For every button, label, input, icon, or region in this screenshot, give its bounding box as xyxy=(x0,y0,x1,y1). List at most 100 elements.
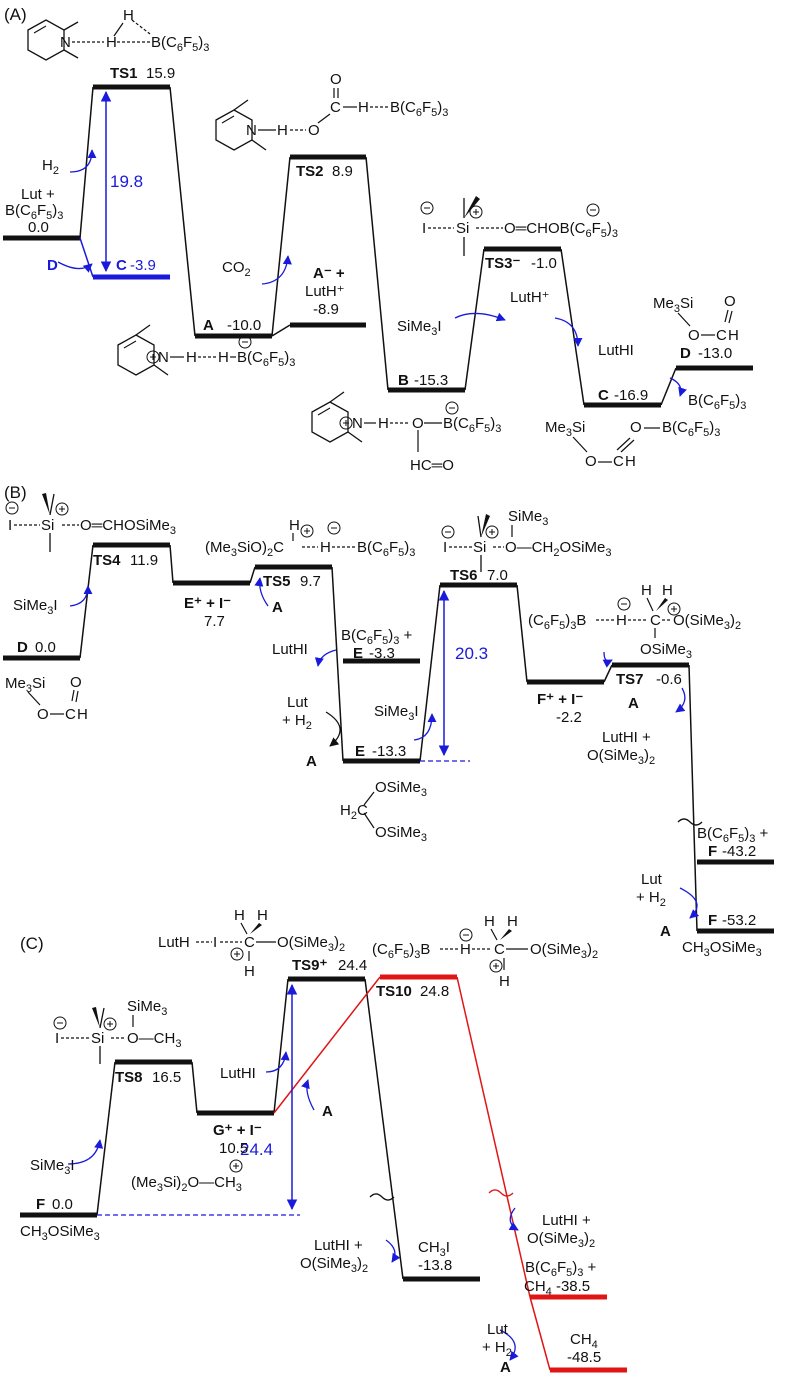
b-a-label-3: A xyxy=(628,695,639,712)
ts9-value: 24.4 xyxy=(338,957,367,974)
ts10-name: TS10 xyxy=(376,983,412,1000)
int-b-h: H xyxy=(378,415,389,432)
ts1-n: N xyxy=(60,34,71,51)
panel-a-levels xyxy=(3,84,753,408)
int-f-name: F xyxy=(708,912,717,929)
int-c-b: B(C6F5)3 xyxy=(662,419,720,439)
ts4-rest: O═CHOSiMe3 xyxy=(80,517,176,537)
ts8-i: I xyxy=(55,1030,59,1047)
int-a-h2: H xyxy=(218,349,229,366)
ts2-n: N xyxy=(246,122,257,139)
ts2-c: C xyxy=(330,99,341,116)
ts5-b: B(C6F5)3 xyxy=(357,539,415,559)
bc6f5-a: B(C6F5)3 xyxy=(688,392,746,412)
ts6-value: 7.0 xyxy=(487,567,508,584)
ts2-h-right: H xyxy=(358,99,369,116)
c-a-label-1: A xyxy=(322,1103,333,1120)
ts4-si: Si xyxy=(41,517,54,534)
c-end-value: -3.9 xyxy=(130,257,156,274)
ts10-b: (C6F5)3B xyxy=(372,941,430,961)
int-a-name: A xyxy=(203,317,214,334)
structure-int-e: OSiMe3 H2C OSiMe3 xyxy=(340,779,427,844)
int-d-c: C xyxy=(716,327,727,344)
b-luthi-osi-2: O(SiMe3)2 xyxy=(587,747,655,767)
panel-c-curved-arrows xyxy=(67,1051,519,1361)
break-mark-c1 xyxy=(369,1193,395,1201)
panel-c-levels xyxy=(20,974,627,1373)
structure-ts6: I Si O—CH2OSiMe3 SiMe3 xyxy=(441,508,611,572)
int-d-value: -13.0 xyxy=(698,345,732,362)
int-c-o2: O xyxy=(630,419,642,436)
ts9-h2: H xyxy=(257,907,268,924)
ts3-name: TS3⁻ xyxy=(485,255,521,272)
ts10-h2: H xyxy=(507,913,518,930)
g-plus-line: G⁺ + I⁻ xyxy=(213,1122,262,1139)
b-a-label-1: A xyxy=(272,599,283,616)
e-b-line: B(C6F5)3 + xyxy=(341,627,413,647)
start-line-1: Lut + xyxy=(21,186,55,203)
ts7-b: (C6F5)3B xyxy=(528,612,586,632)
start-value: 0.0 xyxy=(28,219,49,236)
luthi-a: LutHI xyxy=(598,342,634,359)
int-c-me3si: Me3Si xyxy=(545,419,585,439)
b-d-o: O xyxy=(37,706,49,723)
ch4-value: -48.5 xyxy=(567,1349,601,1366)
ts2-name: TS2 xyxy=(296,163,324,180)
c-sime3i: SiMe3I xyxy=(30,1157,74,1177)
ch3i-name: CH3I xyxy=(418,1239,450,1259)
ts2-o-top: O xyxy=(330,71,342,88)
int-c-c: C xyxy=(613,453,624,470)
structure-ts8: I Si O—CH3 SiMe3 xyxy=(53,998,181,1064)
ts8-si: Si xyxy=(91,1030,104,1047)
b-a-label-4: A xyxy=(660,923,671,940)
barrier-value-a: 19.8 xyxy=(110,172,143,191)
f-plus-value: -2.2 xyxy=(556,709,582,726)
ts7-h-top-2: H xyxy=(662,582,673,599)
ts6-rest: O—CH2OSiMe3 xyxy=(505,539,611,559)
b-d-h: H xyxy=(77,706,88,723)
co2-label: CO2 xyxy=(222,259,251,279)
b-lut-2: Lut xyxy=(641,871,663,888)
ts5-h2: H xyxy=(320,539,331,556)
structure-int-c: Me3Si O C H O B(C6F5)3 xyxy=(545,419,720,470)
f-b-line: B(C6F5)3 + xyxy=(697,825,769,845)
ts9-i: I xyxy=(213,934,217,951)
panel-b-levels xyxy=(3,542,774,934)
ts10-h1: H xyxy=(484,913,495,930)
b-h2-2: + H2 xyxy=(636,889,666,909)
panel-label-c: (C) xyxy=(20,934,44,953)
int-d-me3si: Me3Si xyxy=(653,295,693,315)
structure-int-b: N H O B(C6F5)3 HC═O xyxy=(311,391,501,474)
ts10-h3: H xyxy=(499,973,510,990)
ts10-c: C xyxy=(494,941,505,958)
int-b-b: B(C6F5)3 xyxy=(443,415,501,435)
ts3-i: I xyxy=(422,220,426,237)
c-f-value: 0.0 xyxy=(52,1196,73,1213)
ts7-value: -0.6 xyxy=(656,671,682,688)
b-d-me3si: Me3Si xyxy=(5,675,45,695)
int-c-name: C xyxy=(598,387,609,404)
int-a-n: N xyxy=(158,349,169,366)
luth-label: LutH⁺ xyxy=(510,289,550,306)
ts2-value: 8.9 xyxy=(332,163,353,180)
int-b-value: -15.3 xyxy=(414,372,448,389)
int-b-o: O xyxy=(412,415,424,432)
panel-a-connectors xyxy=(79,86,677,406)
e-osi-1: OSiMe3 xyxy=(375,779,427,799)
int-c-h: H xyxy=(625,453,636,470)
a-minus-line-2: LutH⁺ xyxy=(305,283,345,300)
structure-ts4: I Si O═CHOSiMe3 xyxy=(5,493,176,552)
int-d-name: D xyxy=(680,345,691,362)
ts1-h-bottom: H xyxy=(106,34,117,51)
ts9-luth: LutH xyxy=(158,934,190,951)
structure-ts1: N H H B(C6F5)3 xyxy=(27,7,209,61)
ts7-h: H xyxy=(616,612,627,629)
ts2-h: H xyxy=(277,122,288,139)
ts9-c: C xyxy=(244,934,255,951)
g-plus-value: 10.5 xyxy=(219,1140,248,1157)
ts6-i: I xyxy=(443,539,447,556)
c-luthi-osi-2: O(SiMe3)2 xyxy=(300,1255,368,1275)
ts9-name: TS9⁺ xyxy=(292,957,328,974)
blue-connector-a xyxy=(79,237,94,278)
c-a-label-2: A xyxy=(500,1359,511,1375)
